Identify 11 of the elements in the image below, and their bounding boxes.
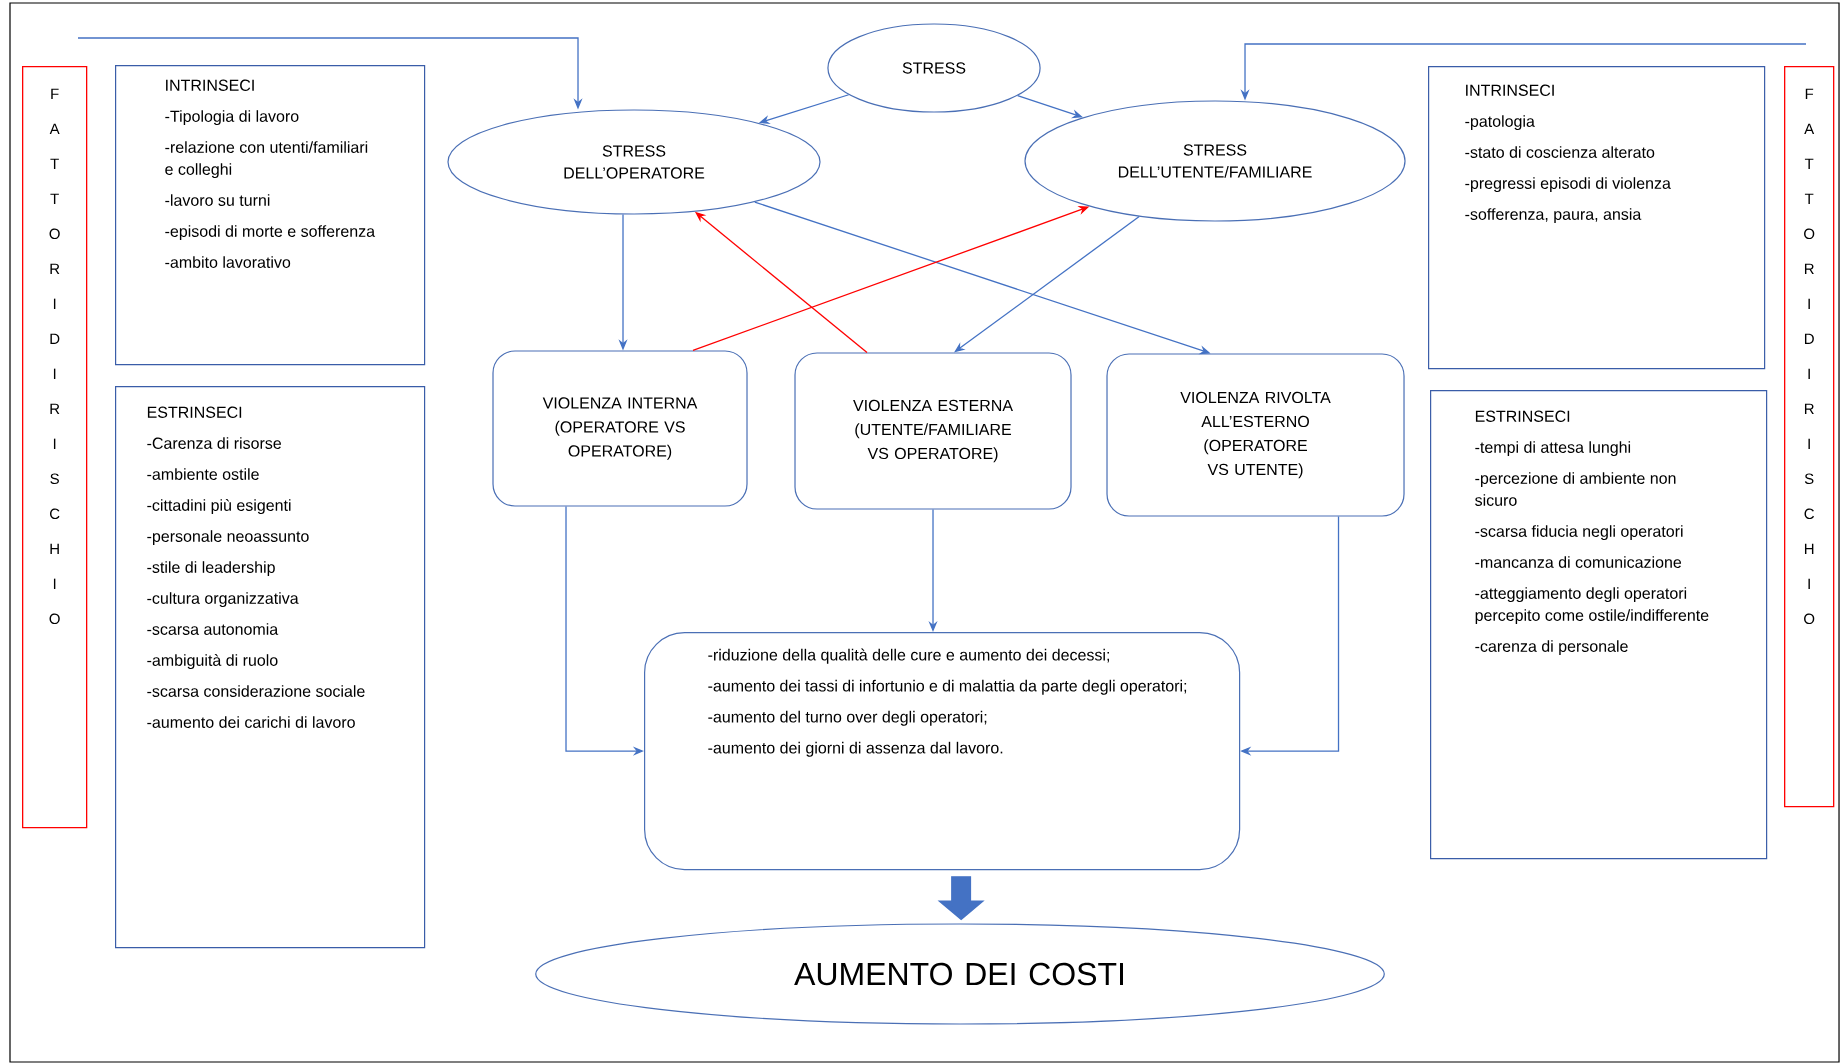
factor-list-box: INTRINSECI -patologia -stato di coscienza alterato -pregressi episodi di violenza -sofferenza, paura, ansia bbox=[1428, 66, 1766, 370]
factor-list-box: ESTRINSECI -tempi di attesa lunghi -percezione di ambiente non sicuro -scarsa fiducia negli operatori -mancanza di comunicazione -atteggiamento degli operatori percepito come ostile/indifferente -carenza di personale bbox=[1430, 390, 1768, 860]
violence-box: VIOLENZA RIVOLTA ALL’ESTERNO (OPERATORE VS UTENTE) bbox=[1106, 353, 1405, 517]
effects-box: -riduzione della qualità delle cure e aumento dei decessi; -aumento dei tassi di infortunio e di malattia da parte degli operatori; -aumento del turno over degli operatori; -aumento dei giorni di assenza dal lavoro. bbox=[644, 632, 1241, 871]
vertical-label-box: FATTORI DI RISCHIO bbox=[1784, 66, 1835, 808]
factor-list-box: INTRINSECI -Tipologia di lavoro -relazione con utenti/familiari e colleghi -lavoro su turni -episodi di morte e sofferenza -ambito lavorativo bbox=[115, 65, 426, 366]
vertical-label-box: FATTORI DI RISCHIO bbox=[22, 66, 88, 829]
factor-list-box: ESTRINSECI -Carenza di risorse -ambiente ostile -cittadini più esigenti -personale neoassunto -stile di leadership -cultura organizzativa -scarsa autonomia -ambiguità di ruolo -scarsa considerazione sociale -aumento dei carichi di lavoro bbox=[115, 386, 426, 949]
violence-box: VIOLENZA INTERNA (OPERATORE VS OPERATORE) bbox=[492, 350, 748, 507]
violence-box: VIOLENZA ESTERNA (UTENTE/FAMILIARE VS OPERATORE) bbox=[794, 352, 1072, 510]
arrow bbox=[954, 215, 1140, 353]
